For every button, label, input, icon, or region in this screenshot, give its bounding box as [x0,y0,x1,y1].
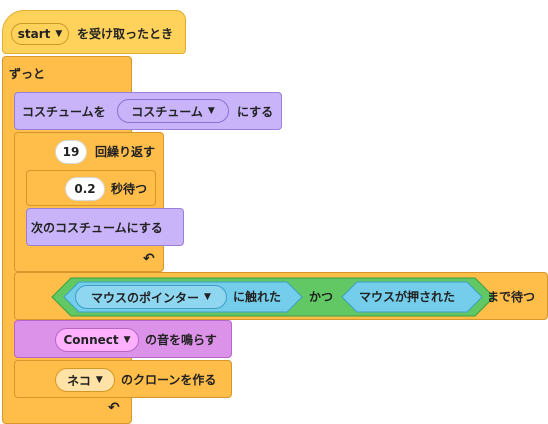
wait-seconds-value: 0.2 [74,182,96,196]
repeat-count-input[interactable]: 19 [55,140,87,164]
create-clone-suffix: のクローンを作る [121,373,217,387]
clone-target-dropdown[interactable]: ネコ ▼ [55,368,115,392]
loop-arrow-icon: ↶ [108,400,120,416]
touching-object-dropdown[interactable]: マウスのポインター ▼ [75,285,227,309]
chevron-down-icon: ▼ [55,29,63,39]
broadcast-value: start [17,27,51,41]
next-costume-label: 次のコスチュームにする [31,221,163,235]
chevron-down-icon: ▼ [204,292,211,302]
wait-until-suffix: まで待つ [487,290,536,304]
mouse-down-label: マウスが押された [359,290,456,304]
hat-label: を受け取ったとき [77,27,174,41]
mouse-down-hexagon[interactable] [341,281,483,313]
next-costume-block[interactable]: 次のコスチュームにする [26,208,184,246]
costume-dropdown[interactable]: コスチューム ▼ [117,99,229,123]
wait-seconds-block[interactable]: 0.2 秒待つ [26,170,156,206]
costume-value: コスチューム [131,104,203,119]
clone-target-value: ネコ [67,373,91,388]
switch-costume-suffix: にする [237,105,274,119]
switch-costume-prefix: コスチュームを [22,105,106,119]
broadcast-dropdown[interactable]: start ▼ [11,23,69,45]
repeat-count: 19 [62,145,80,159]
touching-object-value: マウスのポインター [91,290,200,305]
when-broadcast-received-block[interactable]: start ▼ を受け取ったとき [2,10,186,54]
sound-dropdown[interactable]: Connect ▼ [55,328,139,352]
repeat-label: 回繰り返す [95,145,156,159]
wait-seconds-label: 秒待つ [111,182,148,196]
loop-arrow-icon: ↶ [143,251,155,267]
touching-suffix: に触れた [233,290,282,304]
play-sound-block[interactable]: Connect ▼ の音を鳴らす [14,320,232,358]
and-label: かつ [309,290,334,304]
sound-value: Connect [63,333,119,347]
chevron-down-icon: ▼ [95,375,103,385]
chevron-down-icon: ▼ [207,106,215,116]
chevron-down-icon: ▼ [123,335,131,345]
forever-label: ずっと [9,67,46,81]
wait-seconds-input[interactable]: 0.2 [65,177,105,201]
switch-costume-block[interactable]: コスチュームを コスチューム ▼ にする [14,92,282,130]
wait-until-block[interactable]: マウスのポインター ▼ に触れた かつ マウスが押された まで待つ [14,272,548,320]
play-sound-suffix: の音を鳴らす [145,333,217,347]
create-clone-block[interactable]: ネコ ▼ のクローンを作る [14,360,232,398]
